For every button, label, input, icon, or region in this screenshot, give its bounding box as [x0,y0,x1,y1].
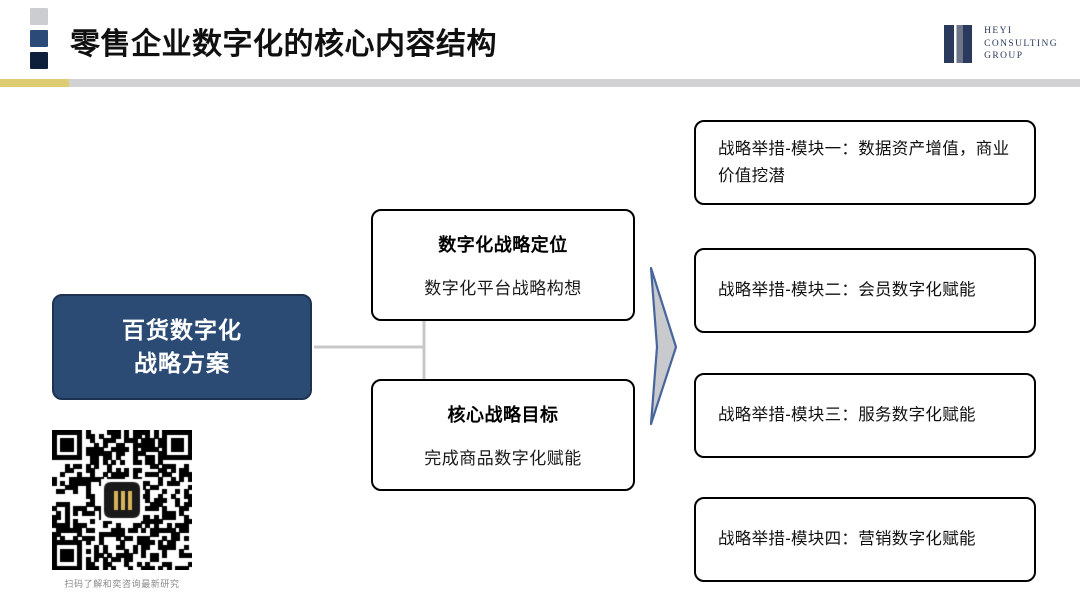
middle-node-title: 核心战略目标 [447,405,559,425]
measure-node-module-3[interactable]: 战略举措-模块三：服务数字化赋能 [694,373,1036,458]
measure-node-text: 战略举措-模块一：数据资产增值，商业价值挖潜 [718,139,1010,185]
root-node[interactable]: 百货数字化 战略方案 [52,294,312,400]
root-node-line-1: 百货数字化 [122,317,242,343]
square-mark-blue-icon [30,30,48,47]
brand-logo: HEYI CONSULTING GROUP [943,22,1058,66]
logo-line-3: GROUP [984,51,1024,62]
qr-code-block[interactable]: 扫码了解和奕咨询最新研究 [52,430,192,590]
measure-node-module-4[interactable]: 战略举措-模块四：营销数字化赋能 [694,497,1036,582]
middle-node-core-goal[interactable]: 核心战略目标 完成商品数字化赋能 [371,379,635,491]
middle-node-title: 数字化战略定位 [438,235,568,255]
measure-node-text: 战略举措-模块二：会员数字化赋能 [718,281,976,299]
square-mark-light-gray-icon [30,8,48,25]
square-mark-navy-icon [30,52,48,69]
page-title: 零售企业数字化的核心内容结构 [70,28,497,61]
qr-code-caption: 扫码了解和奕咨询最新研究 [64,579,180,589]
middle-node-strategy-positioning[interactable]: 数字化战略定位 数字化平台战略构想 [371,209,635,321]
root-node-line-2: 战略方案 [134,350,230,376]
measure-node-module-1[interactable]: 战略举措-模块一：数据资产增值，商业价值挖潜 [694,120,1036,205]
logo-line-2: CONSULTING [984,38,1058,49]
logo-line-1: HEYI [984,26,1013,37]
header-divider-accent [0,79,69,87]
logo-wordmark: HEYI CONSULTING GROUP [984,25,1058,63]
measure-node-module-2[interactable]: 战略举措-模块二：会员数字化赋能 [694,248,1036,333]
qr-code-image[interactable] [52,430,192,570]
measure-node-text: 战略举措-模块三：服务数字化赋能 [718,406,976,424]
middle-node-subtitle: 完成商品数字化赋能 [424,449,582,468]
header-mark-stack [30,8,48,74]
heyi-logo-mark-icon [944,25,973,63]
middle-node-subtitle: 数字化平台战略构想 [424,279,582,298]
header-divider [0,79,1080,87]
measure-node-text: 战略举措-模块四：营销数字化赋能 [718,530,976,548]
